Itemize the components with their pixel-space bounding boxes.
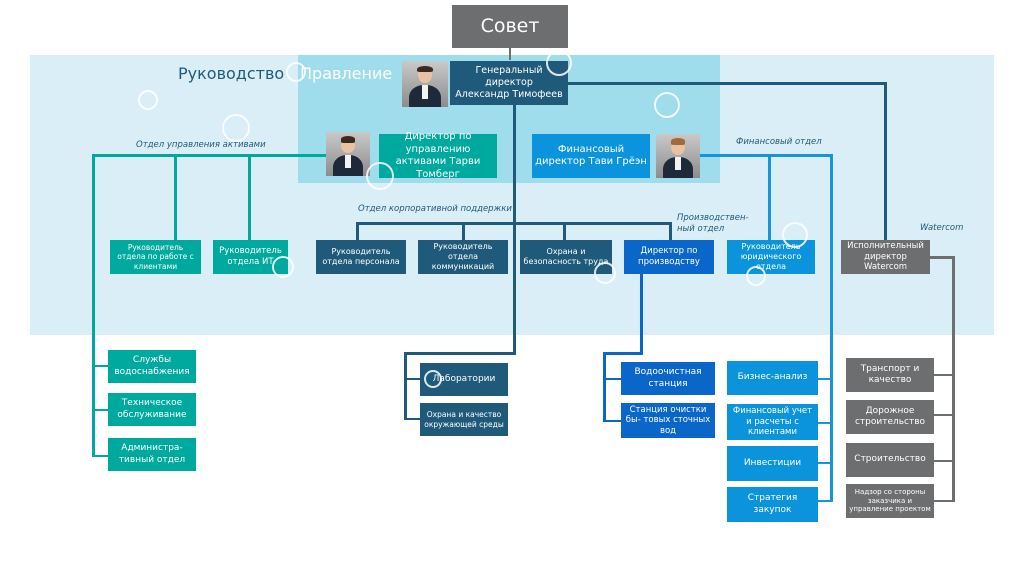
- production-director: Директор по производству: [624, 240, 714, 274]
- administrative-department: Администра- тивный отдел: [108, 438, 196, 471]
- water-treatment-plant: Водоочистная станция: [621, 362, 715, 395]
- asset-dept-caption: Отдел управления активами: [136, 140, 266, 150]
- cfo-photo: [656, 134, 700, 178]
- council-box: Совет: [452, 5, 568, 48]
- finance-dept-caption: Финансовый отдел: [736, 137, 822, 147]
- management-label: Руководство: [178, 64, 285, 83]
- wastewater-treatment-plant: Станция очистки бы- товых сточных вод: [621, 403, 715, 438]
- financial-accounting: Финансовый учет и расчеты с клиентами: [727, 404, 818, 440]
- production-dept-caption: Производствен- ный отдел: [677, 213, 749, 235]
- ceo-title: Генеральный директор: [475, 65, 543, 89]
- client-relations-head: Руководитель отдела по работе с клиентам…: [110, 240, 201, 274]
- investments: Инвестиции: [727, 446, 818, 481]
- business-analysis: Бизнес-анализ: [727, 361, 818, 395]
- transport-quality: Транспорт и качество: [846, 358, 934, 392]
- hr-head: Руководитель отдела персонала: [316, 240, 406, 274]
- water-supply-services: Службы водоснабжения: [108, 350, 196, 383]
- watercom-caption: Watercom: [920, 223, 964, 233]
- construction: Строительство: [846, 443, 934, 477]
- watercom-director: Исполнительный директор Watercom: [841, 240, 930, 274]
- road-construction: Дорожное строительство: [846, 400, 934, 434]
- client-supervision: Надзор со стороны заказчика и управление…: [846, 484, 934, 518]
- technical-maintenance: Техническое обслуживание: [108, 393, 196, 426]
- board-label: Правление: [300, 64, 393, 83]
- ceo-photo: [402, 61, 448, 107]
- asset-director-photo: [326, 132, 370, 176]
- environment-protection: Охрана и качество окружающей среды: [420, 403, 508, 436]
- ceo-name: Александр Тимофеев: [455, 88, 563, 100]
- corporate-dept-caption: Отдел корпоративной поддержки: [358, 204, 512, 214]
- cfo-box: Финансовый директор Тави Грёэн: [532, 134, 650, 178]
- communications-head: Руководитель отдела коммуникаций: [418, 240, 508, 274]
- asset-director-box: Директор по управлению активами Тарви То…: [379, 131, 497, 180]
- it-head: Руководитель отдела ИТ: [213, 240, 288, 274]
- safety-head: Охрана и безопасность труда: [520, 240, 612, 274]
- procurement-strategy: Стратегия закупок: [727, 487, 818, 522]
